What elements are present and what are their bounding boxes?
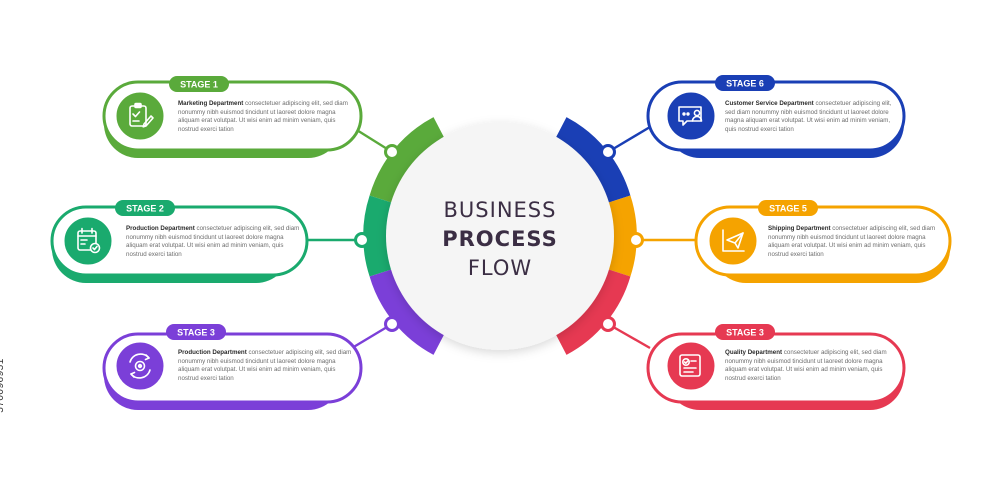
description-text: consectetuer adipiscing elit, sed diam n… [725, 349, 887, 382]
stage-card-body [646, 80, 906, 152]
stage-card-6: STAGE 6 [646, 75, 906, 158]
department-name: Production Department [126, 225, 195, 232]
support-chat-icon [678, 106, 703, 126]
department-name: Quality Department [725, 349, 783, 356]
stage-label: STAGE 1 [180, 80, 218, 90]
ring-segment-stage-2 [363, 195, 395, 277]
stage-icon-circle [61, 214, 115, 268]
stage-badge [166, 324, 226, 340]
connector-dot-stage-2 [354, 232, 370, 248]
stage-badge [758, 200, 818, 216]
department-name: Customer Service Department [725, 100, 814, 107]
stage-label: STAGE 6 [726, 79, 764, 89]
ring-segment-stage-3-quality [554, 268, 631, 355]
ring-segment-stage-1 [369, 117, 446, 204]
stage-card-body [102, 80, 363, 152]
ring-segment-stage-3 [369, 268, 446, 355]
checklist-icon [679, 354, 701, 377]
stage-badge [169, 76, 229, 92]
recycle-gear-icon [129, 353, 151, 379]
side-id-text: 570096951 [0, 358, 6, 413]
stage-card-body [694, 205, 952, 277]
title-line-1: BUSINESS [444, 198, 557, 222]
stage-icon-circle [706, 214, 760, 268]
ring-segment-stage-5 [605, 195, 637, 277]
connector-dots [354, 144, 644, 332]
connector-dot-stage-3 [384, 316, 400, 332]
stage-icon-circle [664, 89, 718, 143]
title-line-3: FLOW [468, 256, 532, 280]
stage-3-quality-description: Quality Department consectetuer adipisci… [725, 349, 895, 383]
ring-segments [363, 117, 637, 355]
stage-card-5: STAGE 5 [694, 200, 952, 283]
stage-5-description: Shipping Department consectetuer adipisc… [768, 225, 940, 259]
department-name: Marketing Department [178, 100, 244, 107]
stage-label: STAGE 5 [769, 204, 807, 214]
connector-stage-3-quality [607, 322, 651, 350]
stage-3-description: Production Department consectetuer adipi… [178, 349, 356, 383]
stage-card-body [50, 205, 309, 277]
stage-card-3: STAGE 3 [102, 324, 363, 410]
stage-1-description: Marketing Department consectetuer adipis… [178, 100, 356, 134]
center-circle [386, 122, 614, 350]
clipboard-pen-icon [129, 102, 154, 128]
stage-card-body [102, 332, 363, 404]
connector-dot-stage-5 [628, 232, 644, 248]
title-line-2: PROCESS [442, 227, 557, 251]
description-text: consectetuer adipiscing elit, sed diam n… [178, 349, 352, 382]
department-name: Shipping Department [768, 225, 831, 232]
stage-label: STAGE 3 [726, 328, 764, 338]
stage-6-description: Customer Service Department consectetuer… [725, 100, 895, 134]
ring-segment-stage-6 [554, 117, 631, 204]
description-text: consectetuer adipiscing elit, sed diam n… [725, 100, 892, 133]
connector-dot-stage-1 [384, 144, 400, 160]
stage-badge [715, 324, 775, 340]
connector-dot-stage-6 [600, 144, 616, 160]
stage-icon-circle [113, 89, 167, 143]
stage-card-3-quality: STAGE 3 [646, 324, 906, 410]
connector-dot-stage-3-quality [600, 316, 616, 332]
stage-card-2: STAGE 2 [50, 200, 309, 283]
description-text: consectetuer adipiscing elit, sed diam n… [178, 100, 348, 133]
department-name: Production Department [178, 349, 247, 356]
stage-badge [115, 200, 175, 216]
stage-badge [715, 75, 775, 91]
description-text: consectetuer adipiscing elit, sed diam n… [126, 225, 300, 258]
stage-card-1: STAGE 1 [102, 76, 363, 158]
stage-label: STAGE 2 [126, 204, 164, 214]
connector-stage-6 [607, 125, 651, 154]
stage-2-description: Production Department consectetuer adipi… [126, 225, 302, 259]
stage-icon-circle [664, 339, 718, 393]
paper-plane-chart-icon [722, 229, 745, 252]
calendar-check-icon [77, 227, 101, 254]
stage-label: STAGE 3 [177, 328, 215, 338]
description-text: consectetuer adipiscing elit, sed diam n… [768, 225, 936, 258]
